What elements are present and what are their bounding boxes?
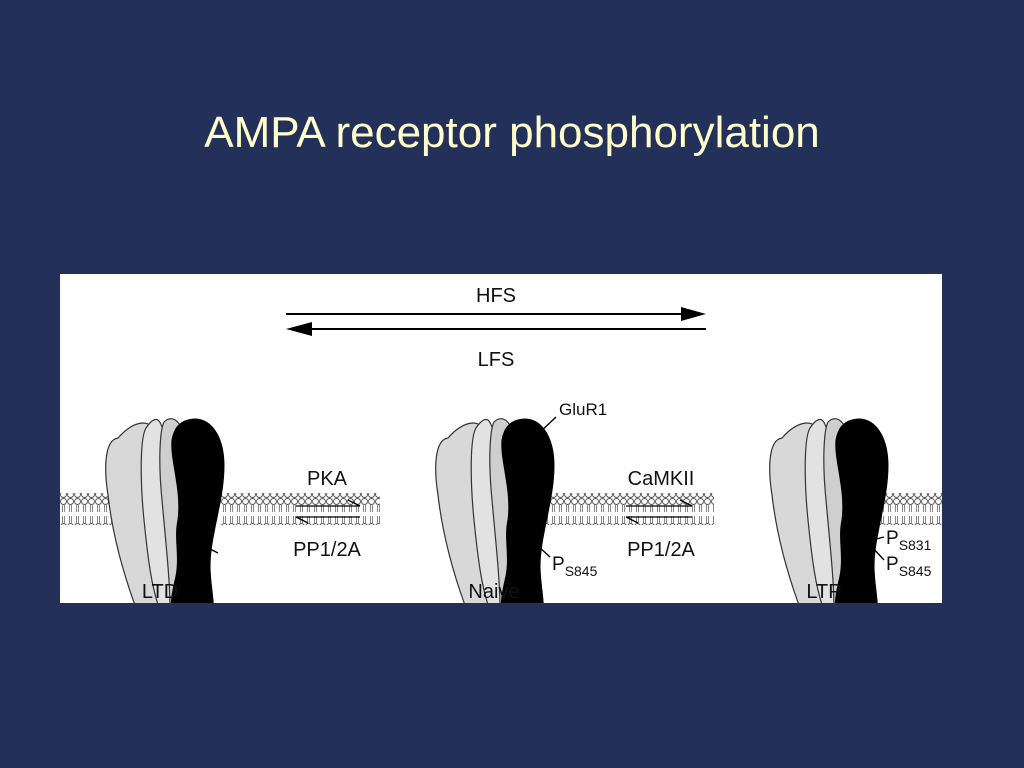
pp12a-half-arrow-1-barb (295, 516, 309, 524)
membrane-left-2 (220, 493, 380, 525)
camkii-half-arrow-barb (679, 499, 693, 507)
naive-ptail (537, 545, 551, 558)
hfs-arrowhead (681, 307, 706, 321)
transition-1-forward: PKA (307, 468, 348, 490)
receptor-ltd (105, 418, 225, 603)
hfs-label: HFS (476, 285, 516, 307)
state-label-ltd: LTD (142, 581, 178, 603)
state-label-ltp: LTP (806, 581, 841, 603)
receptor-ltp (769, 418, 889, 603)
naive-site-s845: S845 (565, 563, 598, 579)
membrane-right (880, 493, 942, 525)
lfs-arrowhead (286, 322, 312, 336)
slide-title: AMPA receptor phosphorylation (204, 108, 820, 157)
ltd-ptail (207, 547, 219, 554)
ltp-phospho-site-1: PS831 (886, 528, 932, 553)
naive-p: P (552, 554, 565, 575)
subunit-label-gluR1: GluR1 (559, 400, 607, 419)
ltp-phospho-site-2: PS845 (886, 554, 932, 579)
ampa-phosphorylation-figure: HFS LFS LTD PKA PP1/2A GluR1 PS845 Naive… (60, 274, 942, 603)
state-label-naive: Naive (468, 581, 519, 603)
ltp-site-s831: S831 (899, 537, 932, 553)
pp12a-half-arrow-2-barb (625, 516, 639, 524)
transition-1-backward: PP1/2A (293, 539, 361, 561)
diagram-svg: HFS LFS LTD PKA PP1/2A GluR1 PS845 Naive… (60, 285, 942, 603)
membrane-mid (546, 493, 714, 525)
gluR1-pointer (537, 416, 557, 435)
lfs-label: LFS (478, 349, 515, 371)
pka-half-arrow-barb (347, 499, 361, 507)
naive-phospho-site: PS845 (552, 554, 598, 579)
transition-2-forward: CaMKII (628, 468, 695, 490)
ltp-site-s845: S845 (899, 563, 932, 579)
ltp-p-1: P (886, 528, 899, 549)
ltp-ptail-2 (871, 546, 885, 561)
ltp-p-2: P (886, 554, 899, 575)
membrane-left-1 (60, 493, 116, 525)
ltp-ptail-1 (871, 536, 885, 541)
transition-2-backward: PP1/2A (627, 539, 695, 561)
receptor-naive (435, 418, 555, 603)
